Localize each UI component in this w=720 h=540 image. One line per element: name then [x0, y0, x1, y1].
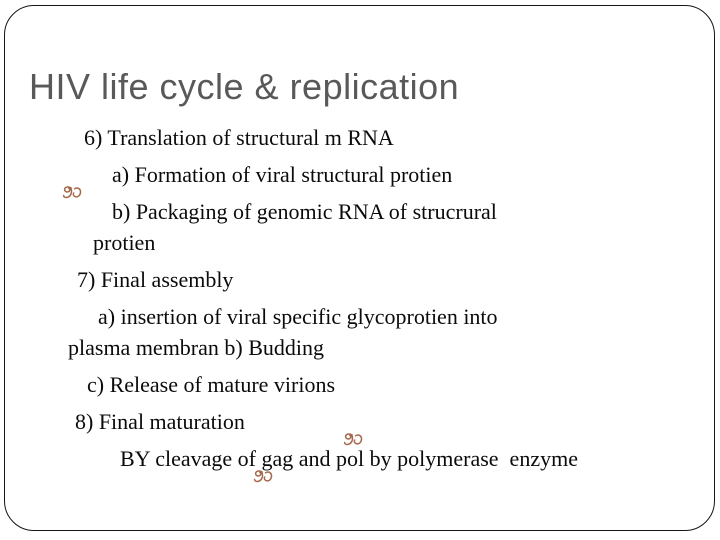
body-line: a) insertion of viral specific glycoprot…	[0, 301, 720, 332]
body-line-text: protien	[93, 230, 156, 255]
body-line-text: a) Formation of viral structural protien	[112, 162, 453, 187]
body-line: 8) Final maturation	[0, 406, 720, 483]
body-line-text: 6) Translation of structural m RNA	[84, 125, 394, 150]
scroll-ornament-icon	[253, 406, 273, 483]
body-line-text: a) insertion of viral specific glycoprot…	[98, 304, 498, 329]
body-line-text: 8) Final maturation	[75, 409, 245, 434]
body-line: b) Packaging of genomic RNA of strucrura…	[0, 196, 720, 227]
body-line-text: BY cleavage of gag and pol by polymerase…	[120, 446, 578, 471]
scroll-ornament-icon	[62, 122, 82, 199]
body-line: plasma membran b) Budding	[0, 332, 720, 363]
scroll-ornament-icon	[343, 369, 363, 446]
slide-body: 6) Translation of structural m RNA a) Fo…	[0, 116, 720, 483]
body-line-text: b) Packaging of genomic RNA of strucrura…	[112, 199, 497, 224]
body-line: 6) Translation of structural m RNA	[0, 122, 720, 199]
body-line: BY cleavage of gag and pol by polymerase…	[0, 443, 720, 474]
body-line: c) Release of mature virions	[0, 369, 720, 446]
body-line: a) Formation of viral structural protien	[0, 159, 720, 190]
body-line: protien	[0, 227, 720, 258]
body-line-text: 7) Final assembly	[77, 267, 234, 292]
body-line-text: plasma membran b) Budding	[68, 335, 325, 360]
body-line: 7) Final assembly	[0, 264, 720, 295]
slide-title: HIV life cycle & replication	[29, 66, 460, 107]
body-line-text: c) Release of mature virions	[87, 372, 336, 397]
